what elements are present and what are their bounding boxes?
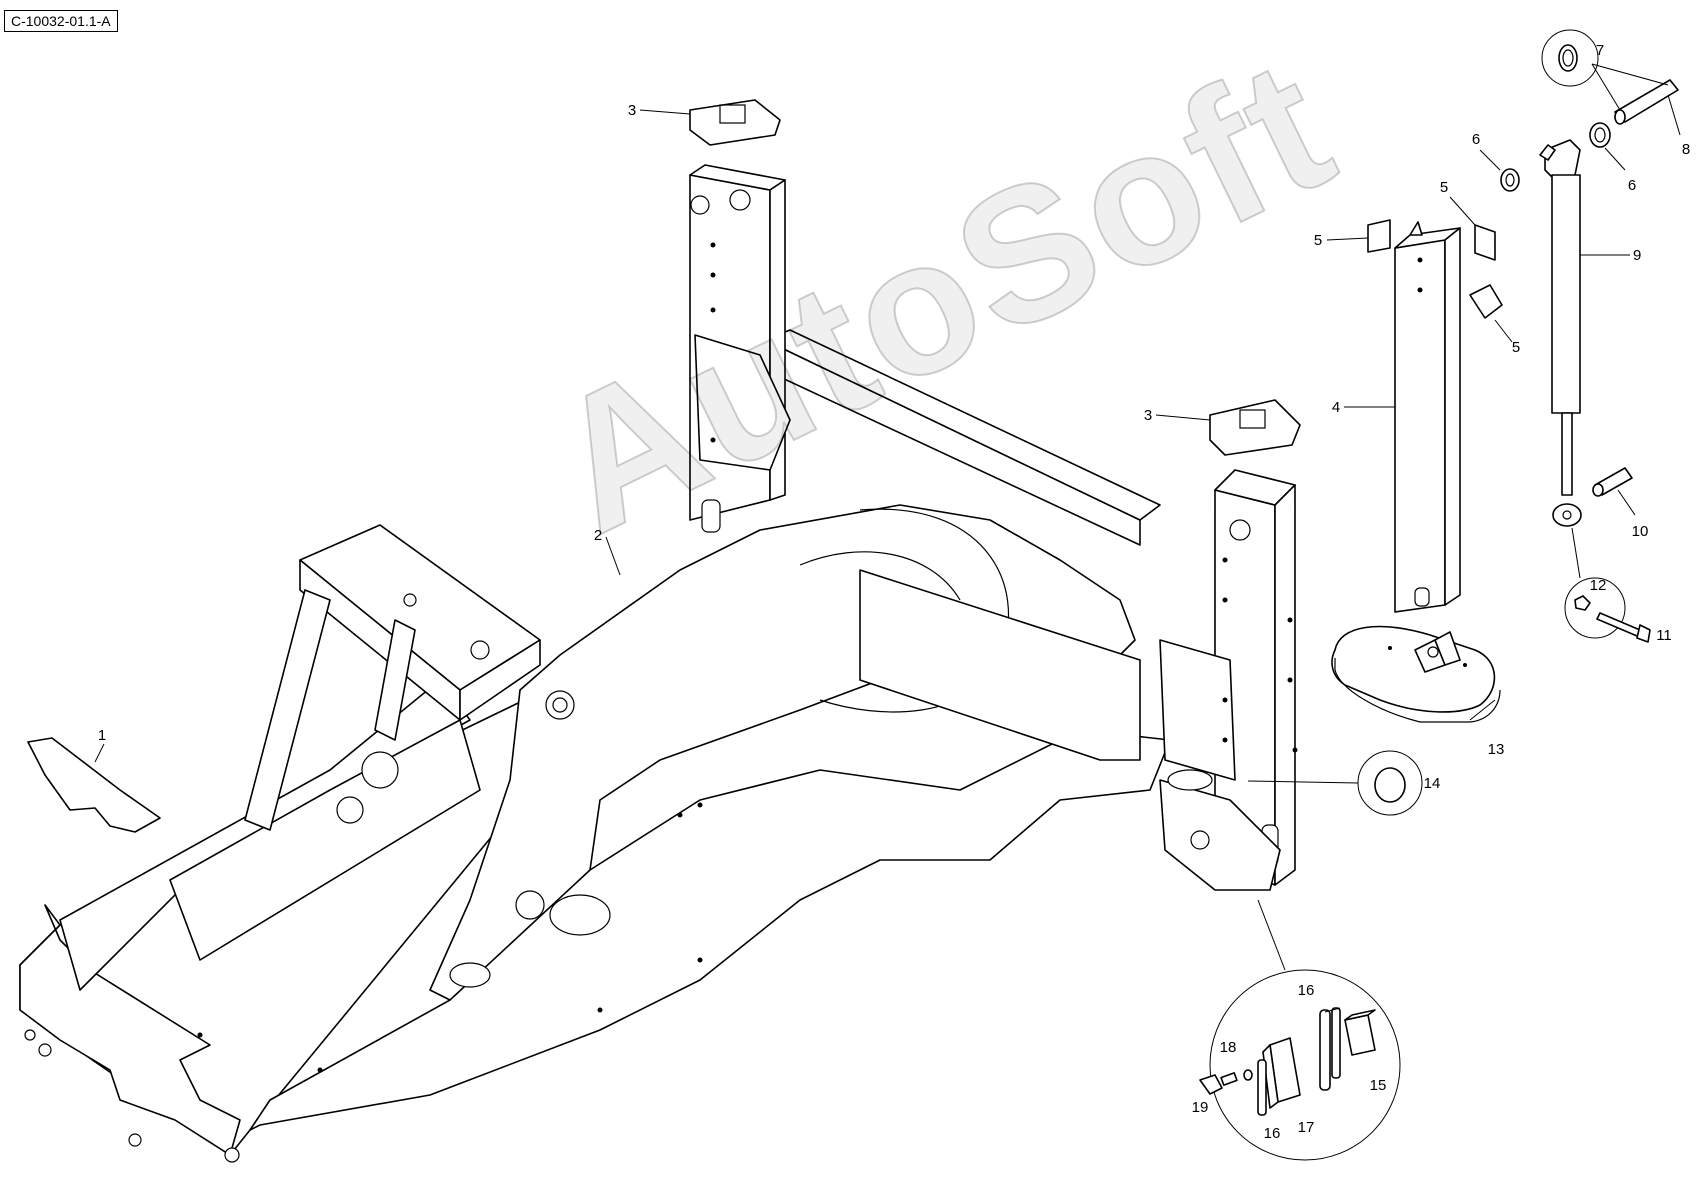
part-14-ring-detail	[1357, 750, 1423, 816]
part-10-bushing	[1592, 467, 1633, 497]
callout-19: 19	[1192, 1099, 1209, 1116]
part-4-column	[1394, 221, 1461, 613]
part-9-cylinder	[1539, 139, 1582, 527]
callout-8: 8	[1682, 141, 1690, 158]
callout-7: 7	[1596, 42, 1604, 59]
callout-10: 10	[1632, 523, 1649, 540]
callout-4: 4	[1332, 399, 1340, 416]
callout-5-top: 5	[1440, 179, 1448, 196]
callout-11: 11	[1656, 627, 1672, 644]
part-6-bushings	[1500, 122, 1611, 192]
callout-16-top: 16	[1298, 982, 1315, 999]
leader-lines	[94, 63, 1681, 1013]
part-1-panel	[27, 737, 161, 833]
callout-6-left: 6	[1472, 131, 1480, 148]
callout-2: 2	[594, 527, 602, 544]
callout-18: 18	[1220, 1039, 1237, 1056]
part-3-top-pad	[689, 99, 781, 146]
callout-15: 15	[1370, 1077, 1387, 1094]
part-3-right-pad	[1209, 399, 1301, 456]
main-frame	[19, 164, 1298, 1163]
drawing-reference-code: C-10032-01.1-A	[4, 10, 118, 32]
callout-12: 12	[1590, 577, 1607, 594]
callout-1: 1	[98, 727, 106, 744]
callout-3-top: 3	[628, 102, 636, 119]
callout-14: 14	[1424, 775, 1441, 792]
part-13-mount-plate	[1331, 625, 1501, 723]
part-11-12-bolt-detail	[1564, 577, 1651, 643]
callout-3-right: 3	[1144, 407, 1152, 424]
callout-5-left: 5	[1314, 232, 1322, 249]
callout-9: 9	[1633, 247, 1641, 264]
callout-13: 13	[1488, 741, 1505, 758]
callout-labels: 1 2 3 3 4 5 5 5 6 6 7 8 9 10 11 12 13 14…	[98, 42, 1690, 1142]
part-8-pin	[1614, 79, 1679, 125]
callout-5-bottom: 5	[1512, 339, 1520, 356]
part-7-seal-detail	[1541, 29, 1599, 87]
callout-17: 17	[1298, 1119, 1315, 1136]
callout-16-bottom: 16	[1264, 1125, 1281, 1142]
callout-6-right: 6	[1628, 177, 1636, 194]
part-5-shims	[1367, 219, 1503, 319]
parts-15-19-detail	[1199, 969, 1401, 1161]
